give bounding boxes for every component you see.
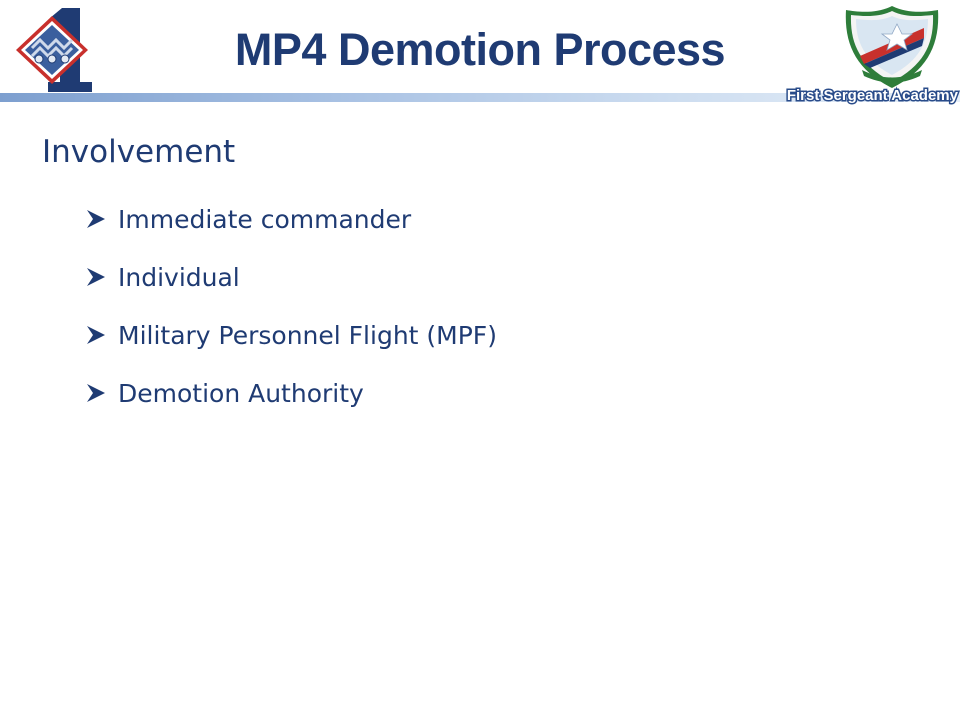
section-heading: Involvement — [42, 134, 236, 170]
arrow-bullet-icon — [84, 381, 118, 405]
slide-title: MP4 Demotion Process — [234, 24, 726, 75]
bullet-list: Immediate commander Individual Military … — [84, 190, 497, 422]
first-sergeant-diamond-logo — [10, 4, 120, 96]
bullet-text: Demotion Authority — [118, 378, 364, 408]
bullet-text: Individual — [118, 262, 240, 292]
header-gradient-bar — [0, 93, 960, 102]
arrow-bullet-icon — [84, 207, 118, 231]
bullet-text: Immediate commander — [118, 204, 412, 234]
list-item: Immediate commander — [84, 190, 497, 248]
list-item: Demotion Authority — [84, 364, 497, 422]
list-item: Individual — [84, 248, 497, 306]
bullet-text: Military Personnel Flight (MPF) — [118, 320, 497, 350]
arrow-bullet-icon — [84, 265, 118, 289]
academy-label: First Sergeant Academy — [785, 86, 959, 106]
arrow-bullet-icon — [84, 323, 118, 347]
academy-shield-seal — [842, 4, 942, 90]
list-item: Military Personnel Flight (MPF) — [84, 306, 497, 364]
